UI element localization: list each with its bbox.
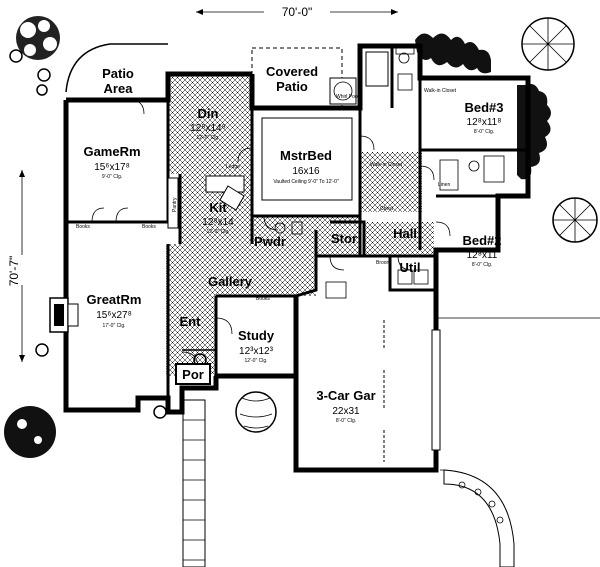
pantry-note: Pantry bbox=[172, 197, 178, 212]
great-dim: 15⁶x27⁸ bbox=[96, 310, 132, 321]
walkin-note: Walk-in Closet bbox=[370, 162, 403, 168]
books-note: Books bbox=[76, 224, 90, 230]
depth-label: 70'-7" bbox=[7, 256, 21, 287]
din-ceiling: 12'-0" Clg. bbox=[196, 135, 219, 141]
shrub-small bbox=[36, 84, 48, 96]
kit-dim: 12⁸x14 bbox=[202, 217, 234, 228]
bed2-ceiling: 8'-0" Clg. bbox=[472, 262, 492, 268]
pwdr-label: Pwdr bbox=[254, 234, 286, 249]
ledge-note: Ledge bbox=[226, 164, 240, 170]
hall-tile bbox=[364, 222, 434, 256]
powder-fixtures bbox=[274, 221, 303, 235]
gamerm-label: GameRm bbox=[83, 144, 140, 159]
master-bath-fixtures bbox=[365, 47, 415, 91]
bathtub-icon bbox=[329, 77, 357, 105]
covered-patio-line1: Covered bbox=[266, 64, 318, 79]
bath2-fixtures bbox=[439, 155, 505, 191]
por-label: Por bbox=[182, 367, 204, 382]
broom-note: Broom bbox=[376, 260, 391, 266]
garage-ceiling: 8'-0" Clg. bbox=[336, 418, 356, 424]
patio-label-line2: Area bbox=[104, 81, 134, 96]
gamerm-ceiling: 9'-0" Clg. bbox=[102, 174, 122, 180]
bed2-label: Bed#2 bbox=[462, 233, 501, 248]
utility-fixtures bbox=[397, 269, 429, 285]
bed3-dim: 12⁸x11⁸ bbox=[467, 117, 502, 128]
width-label: 70'-0" bbox=[282, 5, 313, 19]
master-bed-inner bbox=[261, 117, 353, 201]
garage-label: 3-Car Gar bbox=[316, 388, 375, 403]
patio-label-line1: Patio bbox=[102, 66, 134, 81]
dining-tile bbox=[168, 74, 252, 174]
kit-label: Kit bbox=[209, 200, 227, 215]
shrub-top-left bbox=[16, 16, 60, 60]
shrub-small bbox=[37, 68, 51, 82]
interior-walls bbox=[66, 46, 528, 398]
whirlpool-note: Whirl Pool bbox=[336, 94, 359, 100]
din-label: Din bbox=[198, 106, 219, 121]
din-dim: 12⁸x14⁸ bbox=[190, 123, 226, 134]
study-ceiling: 12'-0" Clg. bbox=[244, 358, 267, 364]
hall-label: Hall bbox=[393, 226, 417, 241]
bed3-ceiling: 8'-0" Clg. bbox=[474, 129, 494, 135]
shrub-small bbox=[153, 405, 167, 419]
shrub-small bbox=[35, 343, 49, 357]
bed2-dim: 12⁸x11 bbox=[467, 250, 498, 261]
depth-dimension: 70'-7" bbox=[7, 170, 25, 362]
fireplace-icon bbox=[49, 297, 79, 333]
shrub-bottom-left bbox=[4, 406, 56, 458]
garage-doors bbox=[325, 281, 441, 462]
walkin-note: Walk-in Closet bbox=[424, 88, 457, 94]
front-walk bbox=[182, 399, 206, 567]
stor-label: Stor bbox=[331, 231, 357, 246]
porch-box bbox=[175, 363, 211, 385]
driveway bbox=[436, 317, 600, 567]
tree-right-mid bbox=[552, 197, 598, 243]
gallery-label: Gallery bbox=[208, 274, 253, 289]
books-note: Books bbox=[256, 296, 270, 302]
garage-dim: 22x31 bbox=[332, 406, 360, 417]
shrub-front bbox=[235, 391, 277, 433]
kit-ceiling: 12'-0" Clg. bbox=[206, 229, 229, 235]
study-dim: 12³x12³ bbox=[239, 346, 274, 357]
patio-outline bbox=[65, 43, 168, 93]
mstr-dim: 16x16 bbox=[292, 166, 320, 177]
kitchen-counter bbox=[167, 175, 245, 229]
doors bbox=[91, 99, 451, 369]
width-dimension: 70'-0" bbox=[196, 5, 398, 19]
great-label: GreatRm bbox=[87, 292, 142, 307]
covered-patio-line2: Patio bbox=[276, 79, 308, 94]
chest-note: Chest bbox=[380, 206, 394, 212]
tree-top-right bbox=[521, 17, 575, 71]
ent-label: Ent bbox=[180, 314, 202, 329]
gamerm-dim: 15⁶x17⁸ bbox=[94, 162, 130, 173]
linen-note: Linen bbox=[438, 182, 450, 188]
closet-tile bbox=[360, 152, 422, 212]
mstr-ceiling: Vaulted Ceiling 9'-0" To 12'-0" bbox=[273, 179, 339, 185]
books-note: Books bbox=[142, 224, 156, 230]
util-label: Util bbox=[400, 260, 421, 275]
great-ceiling: 17'-0" Clg. bbox=[102, 323, 125, 329]
shrub-small bbox=[9, 49, 23, 63]
entry-tile bbox=[166, 296, 216, 376]
mstr-label: MstrBed bbox=[280, 148, 332, 163]
study-label: Study bbox=[238, 328, 275, 343]
bed3-label: Bed#3 bbox=[464, 100, 503, 115]
